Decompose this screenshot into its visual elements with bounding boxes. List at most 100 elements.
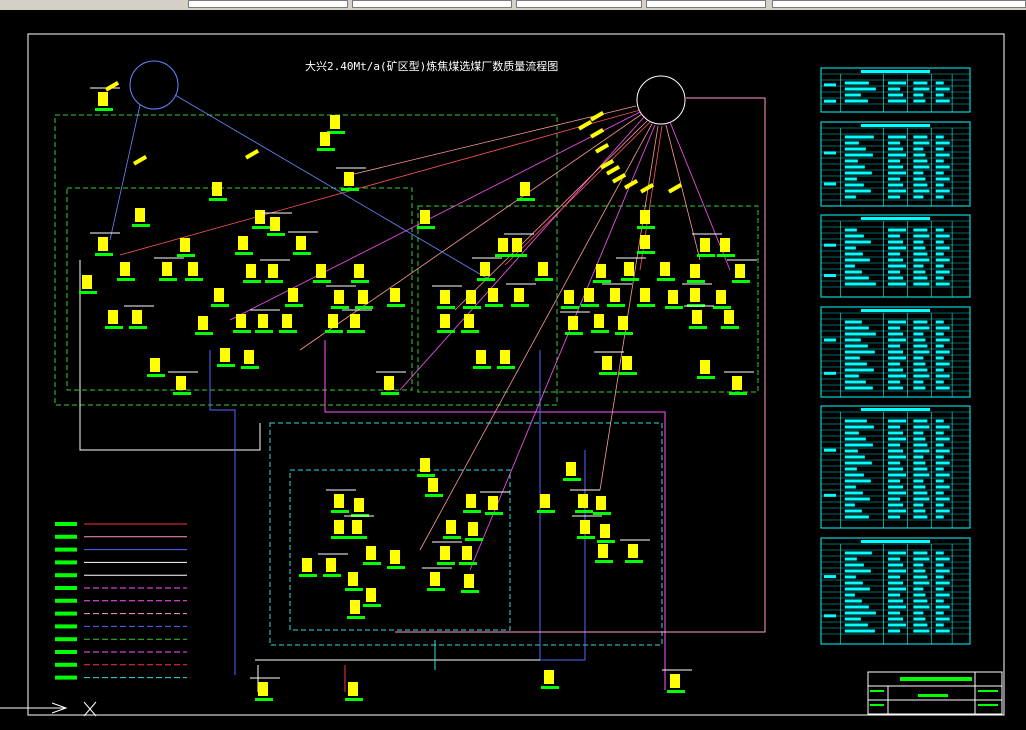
line-tag bbox=[640, 183, 655, 194]
node-label bbox=[381, 392, 399, 395]
ray-1 bbox=[119, 109, 641, 256]
node-label bbox=[732, 280, 750, 283]
table-cell-bar bbox=[913, 509, 926, 513]
process-node bbox=[288, 288, 298, 302]
process-node bbox=[468, 522, 478, 536]
node-label bbox=[285, 304, 303, 307]
ray-blue-2 bbox=[109, 104, 141, 241]
table-cell-bar bbox=[844, 183, 864, 187]
node-label bbox=[597, 540, 615, 543]
process-node bbox=[354, 498, 364, 512]
table-cell-bar bbox=[935, 386, 950, 390]
table-cell-bar bbox=[935, 473, 950, 477]
process-node bbox=[236, 314, 246, 328]
node-label bbox=[147, 374, 165, 377]
process-node bbox=[690, 264, 700, 278]
line-tag bbox=[133, 155, 148, 166]
table-cell-bar bbox=[913, 159, 928, 163]
drawing-canvas[interactable]: 大兴2.40Mt/a(矿区型)炼焦煤选煤厂数质量流程图 bbox=[0, 10, 1026, 730]
node-label bbox=[721, 326, 739, 329]
table-cell-bar bbox=[935, 159, 944, 163]
plotstyle-dropdown[interactable] bbox=[772, 0, 1026, 8]
table-cell-bar bbox=[913, 87, 930, 91]
table-frame bbox=[820, 537, 971, 645]
table-cell-bar bbox=[888, 270, 901, 274]
table-cell-bar bbox=[913, 503, 924, 507]
process-node bbox=[618, 316, 628, 330]
table-cell-bar bbox=[913, 282, 930, 286]
table-cell-bar bbox=[913, 141, 930, 145]
table-cell-bar bbox=[913, 449, 930, 453]
table-cell-bar bbox=[844, 356, 860, 360]
table-cell-bar bbox=[844, 264, 855, 268]
node-label bbox=[117, 278, 135, 281]
table-cell-bar bbox=[935, 461, 950, 465]
process-node bbox=[328, 314, 338, 328]
process-node bbox=[244, 350, 254, 364]
node-label bbox=[293, 252, 311, 255]
table-cell-bar bbox=[888, 581, 904, 585]
table-title bbox=[861, 217, 930, 220]
process-node bbox=[640, 288, 650, 302]
table-cell-bar bbox=[844, 258, 870, 262]
table-cell-bar bbox=[844, 605, 869, 609]
table-cell-bar bbox=[913, 431, 924, 435]
table-cell-bar bbox=[913, 276, 928, 280]
ray-5 bbox=[454, 119, 649, 311]
node-label bbox=[461, 590, 479, 593]
node-label bbox=[607, 304, 625, 307]
node-label bbox=[619, 372, 637, 375]
table-cell-bar bbox=[935, 575, 944, 579]
line-tag bbox=[600, 159, 615, 170]
lineweight-dropdown[interactable] bbox=[516, 0, 642, 8]
table-cell-bar bbox=[888, 551, 907, 555]
node-label bbox=[417, 474, 435, 477]
process-node bbox=[716, 290, 726, 304]
table-cell-bar bbox=[913, 515, 928, 519]
tb-cell-2 bbox=[870, 704, 884, 706]
process-node bbox=[238, 236, 248, 250]
table-cell-bar bbox=[888, 189, 907, 193]
table-cell-bar bbox=[913, 461, 926, 465]
table-cell-bar bbox=[844, 491, 863, 495]
node-label bbox=[437, 306, 455, 309]
process-node bbox=[320, 132, 330, 146]
table-cell-bar bbox=[935, 503, 944, 507]
node-label bbox=[637, 304, 655, 307]
ray-11 bbox=[665, 124, 701, 261]
table-cell-bar bbox=[888, 332, 904, 336]
table-cell-bar bbox=[844, 147, 866, 151]
line-tag bbox=[612, 173, 627, 184]
node-label bbox=[255, 330, 273, 333]
process-node bbox=[358, 290, 368, 304]
table-cell-bar bbox=[913, 252, 928, 256]
layer-dropdown[interactable] bbox=[188, 0, 348, 8]
process-node bbox=[296, 236, 306, 250]
table-row-header bbox=[824, 274, 836, 278]
table-cell-bar bbox=[888, 264, 907, 268]
table-cell-bar bbox=[888, 93, 904, 97]
color-dropdown[interactable] bbox=[646, 0, 766, 8]
process-node bbox=[500, 350, 510, 364]
table-cell-bar bbox=[935, 326, 950, 330]
table-cell-bar bbox=[888, 183, 904, 187]
node-label bbox=[485, 512, 503, 515]
table-cell-bar bbox=[913, 332, 924, 336]
process-node bbox=[596, 496, 606, 510]
table-cell-bar bbox=[888, 282, 907, 286]
table-cell-bar bbox=[913, 147, 924, 151]
process-node bbox=[162, 262, 172, 276]
table-cell-bar bbox=[935, 605, 950, 609]
table-cell-bar bbox=[844, 623, 868, 627]
node-label bbox=[331, 306, 349, 309]
table-cell-bar bbox=[935, 332, 944, 336]
ray-8 bbox=[469, 124, 656, 571]
table-cell-bar bbox=[844, 611, 876, 615]
linetype-dropdown[interactable] bbox=[352, 0, 512, 8]
flowsheet-drawing[interactable]: 大兴2.40Mt/a(矿区型)炼焦煤选煤厂数质量流程图 bbox=[0, 10, 1026, 730]
table-frame bbox=[820, 405, 971, 529]
node-label bbox=[591, 330, 609, 333]
process-node bbox=[108, 310, 118, 324]
table-cell-bar bbox=[844, 344, 868, 348]
table-cell-bar bbox=[935, 165, 950, 169]
